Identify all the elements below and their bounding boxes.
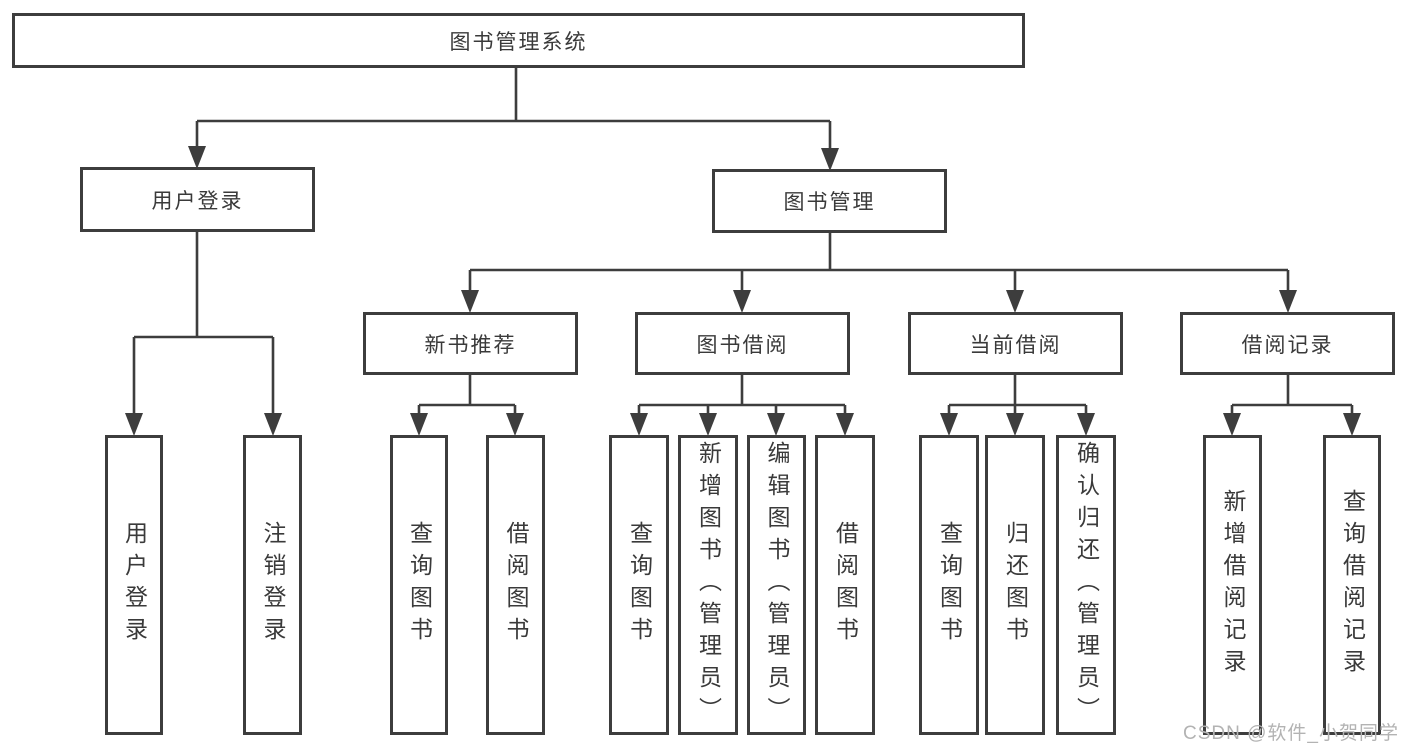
edge-user-login-children — [125, 232, 282, 436]
node-user-login: 用户登录 — [80, 167, 315, 232]
edge-current-borrow-children — [940, 375, 1095, 436]
leaf-cb-query-books: 查询图书 — [919, 435, 979, 735]
node-new-book-recommend: 新书推荐 — [363, 312, 578, 375]
node-borrow-records: 借阅记录 — [1180, 312, 1395, 375]
leaf-cb-confirm-return-admin: 确认归还（管理员） — [1056, 435, 1116, 735]
leaf-br-add-record: 新增借阅记录 — [1203, 435, 1262, 735]
leaf-nbr-borrow-books: 借阅图书 — [486, 435, 545, 735]
leaf-cb-return-books: 归还图书 — [985, 435, 1045, 735]
leaf-bb-add-books-admin: 新增图书（管理员） — [678, 435, 738, 735]
node-current-borrowing: 当前借阅 — [908, 312, 1123, 375]
watermark: CSDN @软件_小贺同学 — [1183, 723, 1399, 744]
edge-book-borrow-children — [630, 375, 854, 436]
leaf-logout: 注销登录 — [243, 435, 302, 735]
node-root: 图书管理系统 — [12, 13, 1025, 68]
leaf-bb-query-books: 查询图书 — [609, 435, 669, 735]
node-book-management: 图书管理 — [712, 169, 947, 233]
leaf-nbr-query-books: 查询图书 — [390, 435, 448, 735]
leaf-bb-borrow-books: 借阅图书 — [815, 435, 875, 735]
leaf-user-login: 用户登录 — [105, 435, 163, 735]
edge-book-mgmt-to-level3 — [461, 233, 1297, 313]
leaf-bb-edit-books-admin: 编辑图书（管理员） — [747, 435, 806, 735]
edge-records-children — [1223, 375, 1361, 436]
node-book-borrowing: 图书借阅 — [635, 312, 850, 375]
edge-root-to-level2 — [188, 68, 839, 171]
edge-new-book-children — [410, 375, 524, 436]
leaf-br-query-record: 查询借阅记录 — [1323, 435, 1381, 735]
